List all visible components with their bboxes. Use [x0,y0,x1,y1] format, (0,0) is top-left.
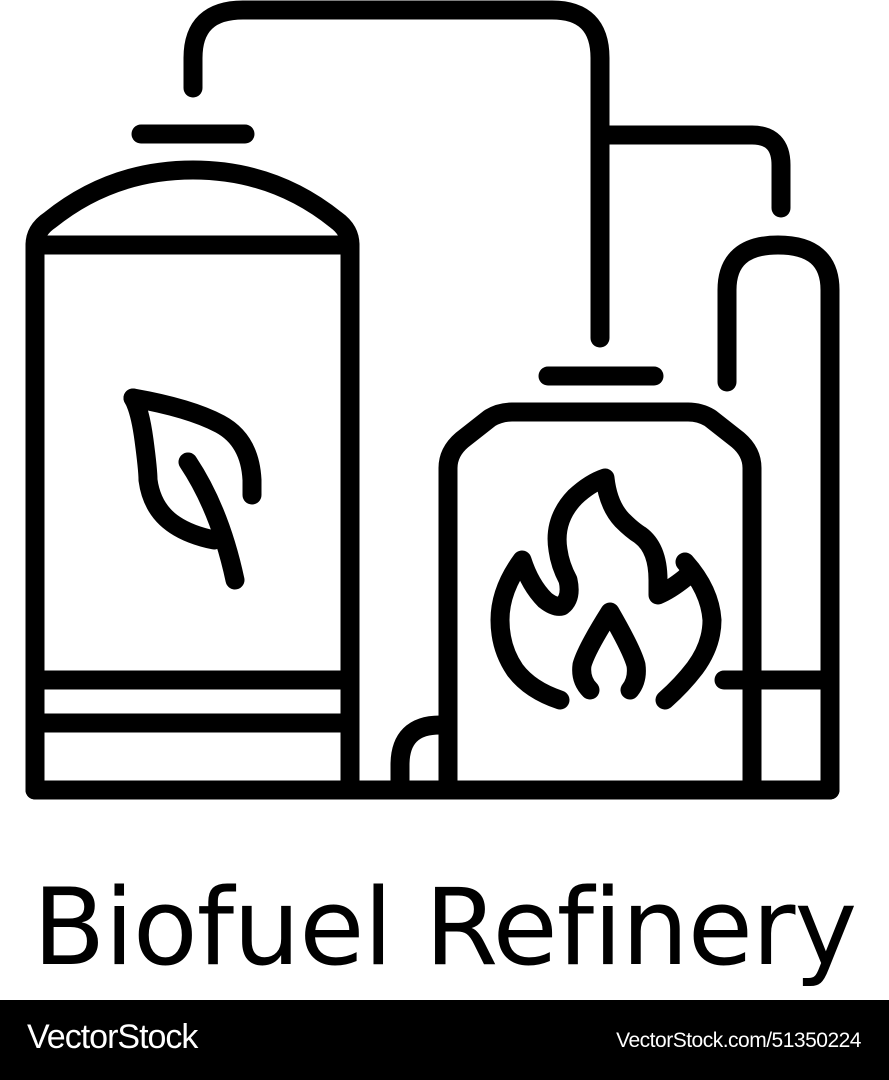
brand-logo-text: VectorStock [27,1018,198,1056]
fire-icon [490,468,722,710]
biofuel-refinery-illustration [25,0,840,800]
watermark-footer: VectorStock VectorStock.com/51350224 [0,1000,889,1080]
tall-right-tank [717,235,840,800]
branch-pipe [590,125,791,218]
leaf-icon [123,388,262,590]
left-storage-tank [25,160,360,800]
boiler-side-pipe [390,715,458,800]
boiler-tank [438,402,762,800]
source-link[interactable]: VectorStock.com/51350224 [616,1029,861,1052]
title-caption: Biofuel Refinery [32,865,857,989]
top-pipe [183,0,610,348]
